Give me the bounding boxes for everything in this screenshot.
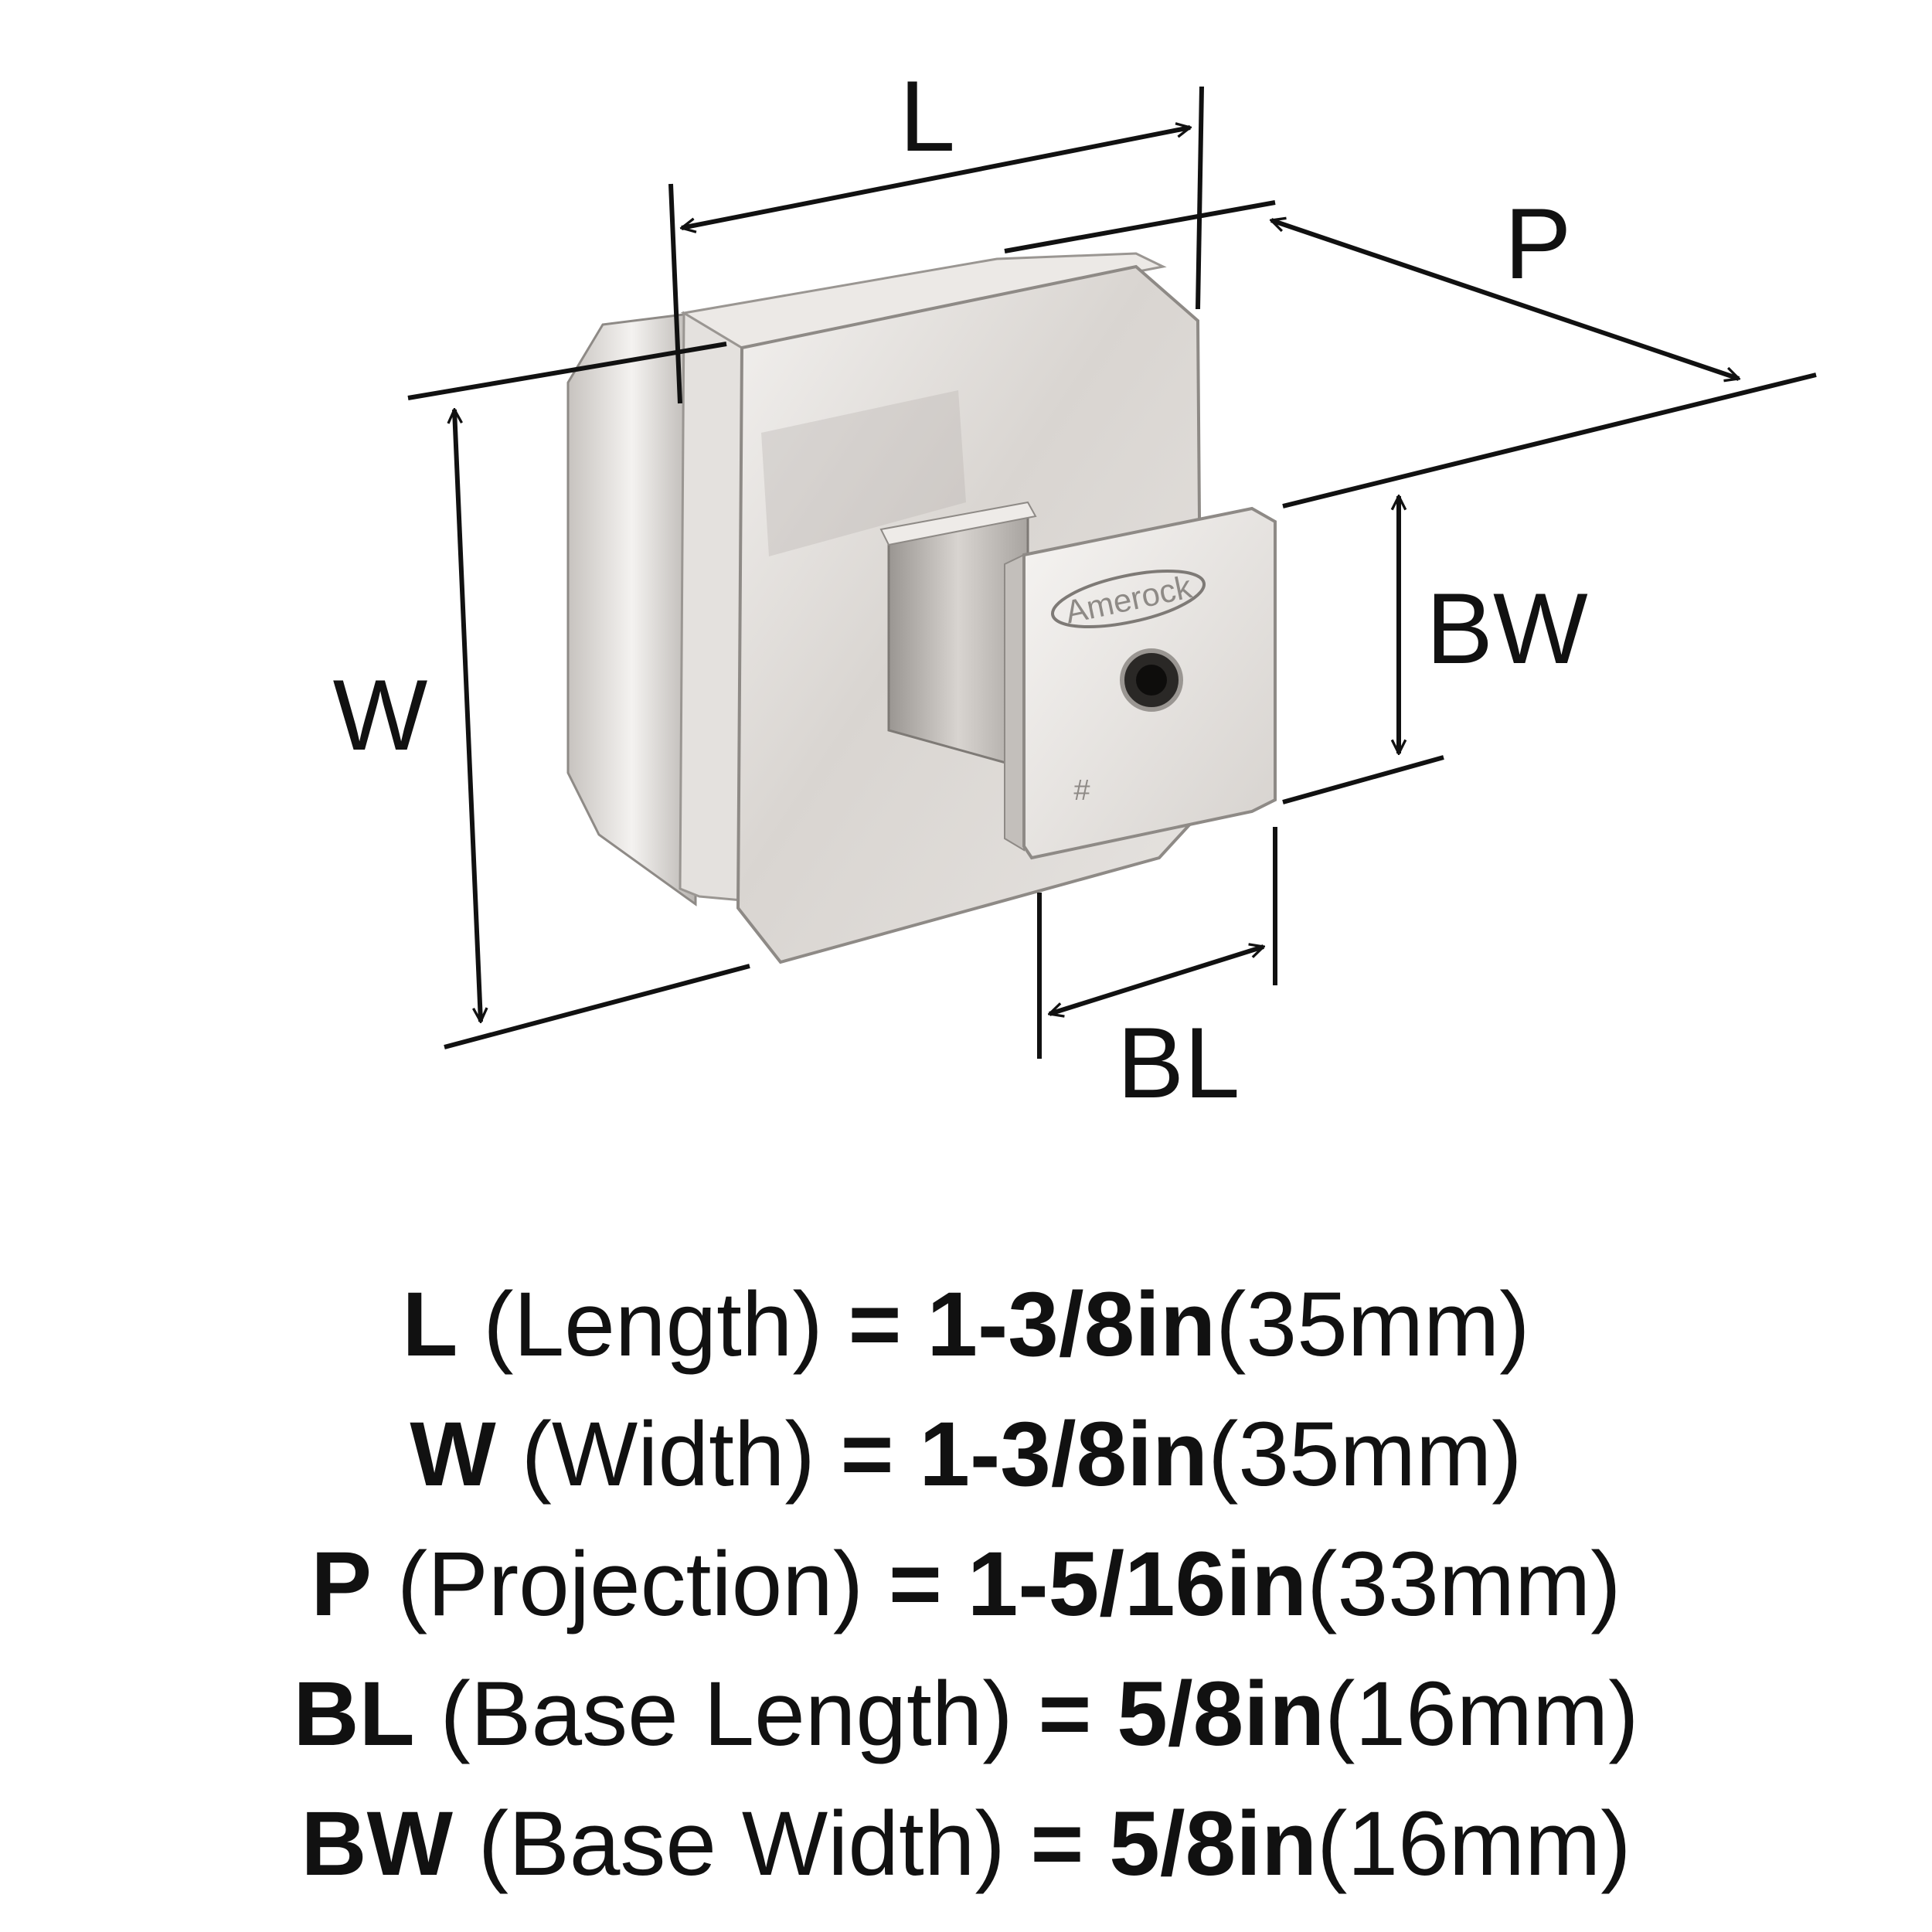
knob-cap-side: [1004, 553, 1025, 852]
spec-name: (Base Length): [440, 1663, 1013, 1765]
projection-label: P: [1505, 187, 1572, 300]
projection-extension-top: [1004, 200, 1276, 253]
width-extension-top: [407, 342, 727, 400]
knob-reflection: [761, 390, 966, 556]
spec-imperial: 1-3/8in: [927, 1274, 1216, 1376]
spec-row-base-width: BW (Base Width) = 5/8in(16mm): [0, 1779, 1932, 1909]
width-label: W: [333, 658, 428, 771]
spec-name: (Projection): [396, 1533, 864, 1635]
length-label: L: [900, 60, 955, 172]
length-extension-left: [668, 183, 682, 404]
width-extension-bottom: [444, 964, 750, 1049]
knob-back-plate: [566, 311, 697, 906]
spec-metric: (16mm): [1325, 1663, 1639, 1765]
spec-metric: (33mm): [1307, 1533, 1621, 1635]
screw-hole-inner: [1136, 665, 1167, 696]
dimension-diagram: Amerock #: [333, 60, 1817, 1119]
projection-dimension-line: [1271, 220, 1739, 379]
spec-equals: =: [848, 1274, 902, 1376]
base-width-extension-bottom: [1282, 755, 1444, 804]
base-width-label: BW: [1426, 572, 1588, 685]
spec-row-base-length: BL (Base Length) = 5/8in(16mm): [0, 1649, 1932, 1779]
spec-equals: =: [1038, 1663, 1092, 1765]
spec-metric: (35mm): [1208, 1403, 1522, 1505]
spec-row-length: L (Length) = 1-3/8in(35mm): [0, 1260, 1932, 1389]
spec-key: L: [402, 1274, 458, 1376]
dimension-spec-list: L (Length) = 1-3/8in(35mm) W (Width) = 1…: [0, 1260, 1932, 1909]
knob-illustration: Amerock #: [566, 252, 1277, 964]
length-extension-right: [1196, 86, 1204, 310]
spec-metric: (35mm): [1216, 1274, 1530, 1376]
spec-name: (Width): [521, 1403, 815, 1505]
spec-equals: =: [889, 1533, 942, 1635]
spec-imperial: 5/8in: [1117, 1663, 1325, 1765]
spec-equals: =: [1030, 1793, 1084, 1895]
spec-key: BW: [301, 1793, 453, 1895]
base-length-dimension-line: [1049, 947, 1264, 1014]
spec-key: BL: [293, 1663, 415, 1765]
spec-row-width: W (Width) = 1-3/8in(35mm): [0, 1389, 1932, 1519]
spec-imperial: 1-5/16in: [967, 1533, 1308, 1635]
dimension-lines: [407, 86, 1817, 1059]
spec-key: W: [410, 1403, 496, 1505]
spec-name: (Length): [483, 1274, 823, 1376]
spec-row-projection: P (Projection) = 1-5/16in(33mm): [0, 1519, 1932, 1649]
spec-imperial: 5/8in: [1109, 1793, 1318, 1895]
spec-key: P: [311, 1533, 372, 1635]
spec-equals: =: [840, 1403, 894, 1505]
spec-imperial: 1-3/8in: [919, 1403, 1209, 1505]
spec-metric: (16mm): [1317, 1793, 1631, 1895]
spec-name: (Base Width): [478, 1793, 1005, 1895]
brand-logo-oval: [1050, 570, 1206, 628]
width-dimension-line: [454, 410, 481, 1022]
projection-extension-bottom: [1282, 372, 1817, 509]
knob-side-bevel: [679, 311, 743, 902]
base-length-label: BL: [1117, 1006, 1240, 1119]
knob-stem-collar: [879, 501, 1037, 546]
mark-symbol: #: [1073, 774, 1090, 807]
length-dimension-line: [682, 128, 1190, 228]
knob-top-bevel: [680, 252, 1167, 349]
